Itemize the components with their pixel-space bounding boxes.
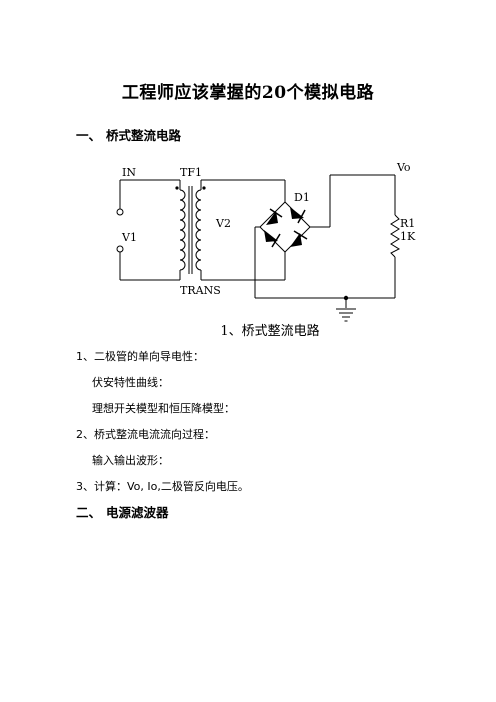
- list-item: 理想开关模型和恒压降模型：: [92, 402, 235, 415]
- list-item: 伏安特性曲线：: [92, 376, 169, 389]
- section-heading-2: 二、电源滤波器: [76, 502, 169, 521]
- list-item: 输入输出波形：: [92, 454, 169, 467]
- diode-upper-right: [290, 207, 306, 224]
- list-item: 2、桥式整流电流流向过程：: [76, 428, 215, 441]
- polarity-dot-secondary: [202, 186, 206, 190]
- label-d1: D1: [294, 191, 310, 204]
- figure-caption: 1、桥式整流电路: [220, 324, 320, 339]
- diode-lower-right: [290, 230, 308, 247]
- secondary-wires: [201, 174, 396, 308]
- label-r1: R1: [400, 217, 415, 230]
- label-vo: Vo: [396, 161, 411, 174]
- label-r1-value: 1K: [400, 230, 416, 243]
- resistor-r1: [390, 214, 401, 258]
- input-wires: [116, 179, 180, 281]
- section-label-2: 电源滤波器: [106, 505, 169, 520]
- section-heading-1: 一、桥式整流电路: [76, 125, 181, 144]
- list-item: 1、二极管的单向导电性：: [76, 350, 204, 363]
- transformer-tf1: [179, 180, 202, 280]
- diode-bridge-d1: [259, 201, 311, 253]
- section-number-2: 二、: [76, 505, 102, 520]
- label-v1: V1: [121, 231, 137, 244]
- diode-upper-left: [266, 208, 283, 225]
- label-trans: TRANS: [180, 284, 221, 297]
- diode-lower-left: [264, 230, 281, 248]
- label-v2: V2: [215, 217, 231, 230]
- bridge-rectifier-circuit: IN V1 TF1 TRANS V2: [116, 161, 416, 322]
- section-label-1: 桥式整流电路: [106, 128, 182, 143]
- ground-symbol: [336, 295, 356, 322]
- label-tf1: TF1: [180, 166, 202, 179]
- list-item: 3、计算：Vo, Io,二极管反向电压。: [76, 480, 249, 493]
- polarity-dot-primary: [175, 186, 179, 190]
- section-number-1: 一、: [76, 128, 102, 143]
- page-title: 工程师应该掌握的20个模拟电路: [121, 83, 375, 103]
- label-in: IN: [122, 166, 136, 179]
